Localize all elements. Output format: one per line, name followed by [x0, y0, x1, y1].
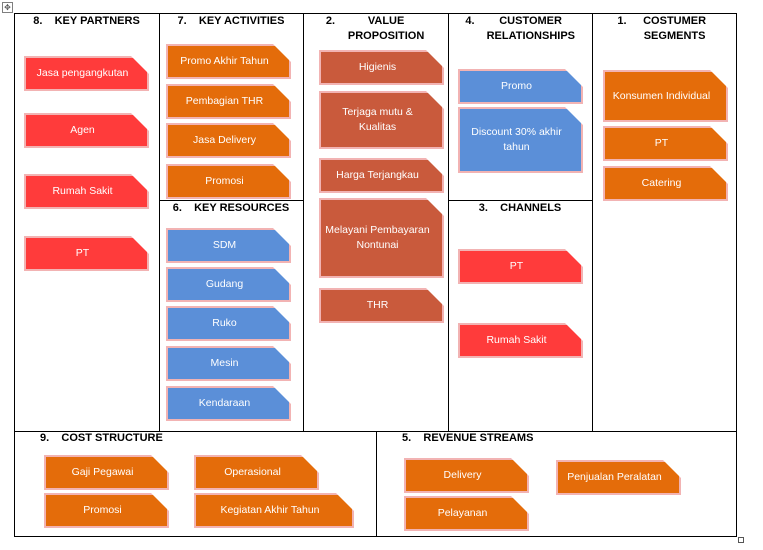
partner-card[interactable]: Agen — [24, 113, 149, 148]
partner-card[interactable]: Rumah Sakit — [24, 174, 149, 209]
resource-card[interactable]: Kendaraan — [166, 386, 291, 421]
grid-mid-horizontal — [14, 431, 737, 432]
header-customer-segments: 1. COSTUMER SEGMENTS — [592, 14, 736, 44]
header-customer-segments-label: COSTUMER SEGMENTS — [643, 15, 707, 42]
header-revenue-streams: 5. REVENUE STREAMS — [402, 432, 534, 444]
segment-card[interactable]: PT — [603, 126, 728, 161]
grid-keyactivities-split — [159, 200, 303, 201]
move-handle-icon[interactable]: ✥ — [2, 2, 13, 13]
partner-card[interactable]: Jasa pengangkutan — [24, 56, 149, 91]
relationship-card[interactable]: Discount 30% akhir tahun — [458, 107, 583, 173]
cost-card[interactable]: Promosi — [44, 493, 169, 528]
header-value-proposition-num: 2. — [325, 15, 336, 27]
header-value-proposition: 2. VALUE PROPOSITION — [303, 14, 448, 44]
channel-card[interactable]: Rumah Sakit — [458, 323, 583, 358]
segment-card[interactable]: Catering — [603, 166, 728, 201]
partner-card[interactable]: PT — [24, 236, 149, 271]
grid-v1 — [159, 13, 160, 431]
header-key-activities: 7. KEY ACTIVITIES — [177, 15, 285, 27]
segment-card[interactable]: Konsumen Individual — [603, 70, 728, 122]
cost-card[interactable]: Operasional — [194, 455, 319, 490]
header-customer-relationships: 4. CUSTOMER RELATIONSHIPS — [448, 14, 592, 44]
header-customer-segments-num: 1. — [617, 15, 627, 27]
resource-card[interactable]: SDM — [166, 228, 291, 263]
header-channels: 3. CHANNELS — [478, 202, 562, 214]
grid-channels-split — [448, 200, 592, 201]
revenue-card[interactable]: Pelayanan — [404, 496, 529, 531]
activity-card[interactable]: Pembagian THR — [166, 84, 291, 119]
grid-v4 — [592, 13, 593, 431]
resource-card[interactable]: Ruko — [166, 306, 291, 341]
header-cost-structure: 9. COST STRUCTURE — [40, 432, 163, 444]
channel-card[interactable]: PT — [458, 249, 583, 284]
value-card[interactable]: Terjaga mutu & Kualitas — [319, 91, 444, 149]
header-key-resources: 6. KEY RESOURCES — [172, 202, 290, 214]
header-value-proposition-label: VALUE PROPOSITION — [347, 15, 425, 42]
header-customer-relationships-num: 4. — [465, 15, 475, 27]
header-customer-relationships-label: CUSTOMER RELATIONSHIPS — [486, 15, 576, 42]
header-key-partners: 8. KEY PARTNERS — [33, 15, 140, 27]
resource-card[interactable]: Gudang — [166, 267, 291, 302]
grid-bottom — [14, 536, 737, 537]
revenue-card[interactable]: Delivery — [404, 458, 529, 493]
grid-left — [14, 13, 15, 537]
relationship-card[interactable]: Promo — [458, 69, 583, 104]
revenue-card[interactable]: Penjualan Peralatan — [556, 460, 681, 495]
activity-card[interactable]: Jasa Delivery — [166, 123, 291, 158]
resize-handle[interactable] — [738, 537, 744, 543]
cost-card[interactable]: Kegiatan Akhir Tahun — [194, 493, 354, 528]
value-card[interactable]: Harga Terjangkau — [319, 158, 444, 193]
cost-card[interactable]: Gaji Pegawai — [44, 455, 169, 490]
grid-v3 — [448, 13, 449, 431]
value-card[interactable]: Higienis — [319, 50, 444, 85]
grid-top — [14, 13, 737, 14]
resource-card[interactable]: Mesin — [166, 346, 291, 381]
value-card[interactable]: Melayani Pembayaran Nontunai — [319, 198, 444, 278]
grid-v2 — [303, 13, 304, 431]
grid-right — [736, 13, 737, 537]
value-card[interactable]: THR — [319, 288, 444, 323]
activity-card[interactable]: Promo Akhir Tahun — [166, 44, 291, 79]
activity-card[interactable]: Promosi — [166, 164, 291, 199]
grid-v-bottom — [376, 431, 377, 536]
